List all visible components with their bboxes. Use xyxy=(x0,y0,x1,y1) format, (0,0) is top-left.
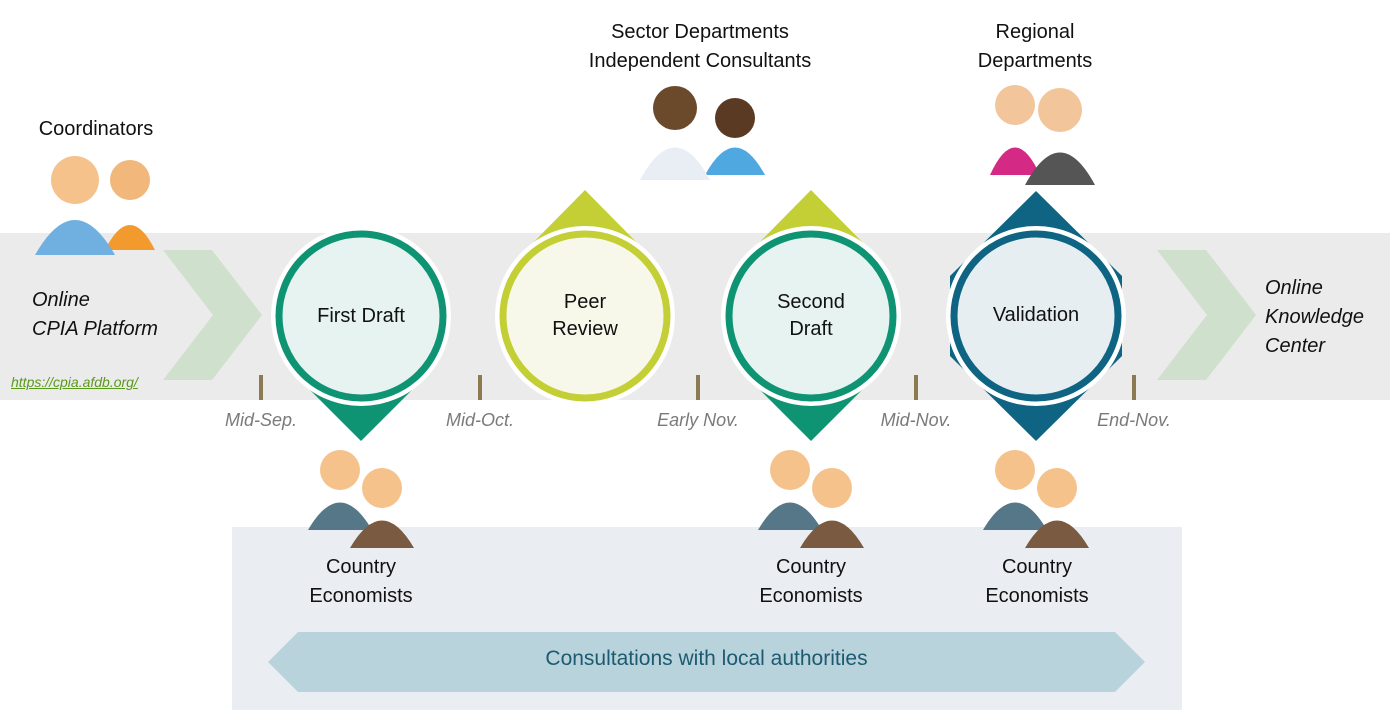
start-line: CPIA Platform xyxy=(32,318,158,340)
economists-line: Economists xyxy=(985,585,1089,607)
date-label: Mid-Oct. xyxy=(445,410,514,430)
stage-line: Peer xyxy=(563,291,607,313)
start-label: Online CPIA Platform xyxy=(32,286,158,344)
end-line: Knowledge xyxy=(1265,306,1364,328)
end-line: Center xyxy=(1265,335,1326,357)
stage-line: Draft xyxy=(789,318,833,340)
sector-label: Sector Departments Independent Consultan… xyxy=(550,18,850,76)
stage-validation: Validation xyxy=(992,304,1080,326)
economists-line: Country xyxy=(1001,556,1073,578)
stage-line: Review xyxy=(552,318,618,340)
stage-second-draft: Second Draft xyxy=(736,289,886,343)
economists-line: Country xyxy=(775,556,847,578)
sector-line: Independent Consultants xyxy=(588,50,812,72)
consultations-label: Consultations with local authorities xyxy=(545,647,868,670)
consultants-icon xyxy=(640,86,765,180)
economists-label: Country Economists xyxy=(736,553,886,611)
chevron-right xyxy=(1157,250,1256,380)
tick xyxy=(259,375,263,400)
tick xyxy=(914,375,918,400)
date-label: Mid-Sep. xyxy=(224,410,298,430)
regional-icon xyxy=(990,85,1095,185)
date-label: Early Nov. xyxy=(657,410,739,430)
economists-icon xyxy=(983,450,1089,548)
economists-label: Country Economists xyxy=(962,553,1112,611)
stage-peer-review-shape xyxy=(495,190,675,406)
economists-icon xyxy=(758,450,864,548)
regional-label: Regional Departments xyxy=(945,18,1125,76)
tick xyxy=(696,375,700,400)
economists-label: Country Economists xyxy=(286,553,436,611)
economists-icon xyxy=(308,450,414,548)
stage-line: Second xyxy=(777,291,845,313)
economists-line: Country xyxy=(325,556,397,578)
coordinators-icon xyxy=(35,156,155,255)
economists-line: Economists xyxy=(309,585,413,607)
end-line: Online xyxy=(1265,277,1323,299)
economists-line: Economists xyxy=(759,585,863,607)
stage-peer-review: Peer Review xyxy=(510,289,660,343)
stage-first-draft-shape xyxy=(271,226,451,441)
regional-line: Regional xyxy=(995,21,1075,43)
date-label: End-Nov. xyxy=(1097,410,1171,430)
regional-line: Departments xyxy=(977,50,1093,72)
tick xyxy=(1132,375,1136,400)
cpia-link[interactable]: https://cpia.afdb.org/ xyxy=(11,374,138,390)
coordinators-label: Coordinators xyxy=(38,118,154,140)
stage-validation-shape xyxy=(946,191,1126,441)
end-label: Online Knowledge Center xyxy=(1265,274,1364,361)
date-label: Mid-Nov. xyxy=(880,410,952,430)
start-line: Online xyxy=(32,289,90,311)
sector-line: Sector Departments xyxy=(611,21,789,43)
date-ticks xyxy=(259,375,1136,400)
tick xyxy=(478,375,482,400)
stage-first-draft: First Draft xyxy=(317,305,405,327)
consultations-arrow xyxy=(268,632,1145,692)
chevron-left xyxy=(163,250,262,380)
stage-second-draft-shape xyxy=(721,190,901,441)
